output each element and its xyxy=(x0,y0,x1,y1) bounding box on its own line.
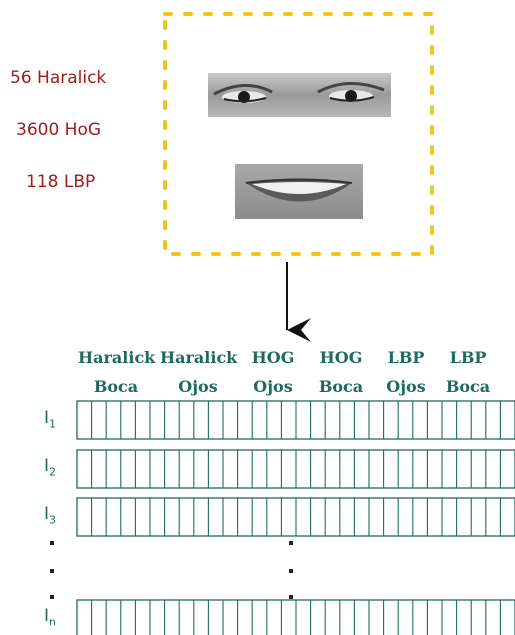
row-label-n: In xyxy=(44,606,56,629)
ellipsis-dot xyxy=(50,569,54,573)
header-haralick-ojos: Haralick Ojos xyxy=(160,348,238,396)
mouth-image xyxy=(235,164,363,219)
feature-count-haralick: 56 Haralick xyxy=(10,68,107,88)
row-label-1: I1 xyxy=(44,408,57,431)
feature-count-hog: 3600 HoG xyxy=(16,120,102,140)
header-hog-boca: HOG Boca xyxy=(318,348,364,396)
header-lbp-ojos: LBP Ojos xyxy=(386,348,426,396)
ellipsis-dot xyxy=(289,569,293,573)
feature-vector-rows xyxy=(76,400,515,635)
ellipsis-dot xyxy=(289,541,293,545)
feature-count-lbp: 118 LBP xyxy=(26,172,96,192)
header-lbp-boca: LBP Boca xyxy=(445,348,491,396)
row-label-2: I2 xyxy=(44,456,57,479)
row-label-3: I3 xyxy=(44,504,57,527)
ellipsis-dot xyxy=(50,541,54,545)
header-hog-ojos: HOG Ojos xyxy=(251,348,295,396)
eyes-image xyxy=(208,73,391,117)
ellipsis-dot xyxy=(50,595,54,599)
dashed-crop-box xyxy=(163,12,434,256)
header-haralick-boca: Haralick Boca xyxy=(78,348,156,396)
ellipsis-dot xyxy=(289,595,293,599)
